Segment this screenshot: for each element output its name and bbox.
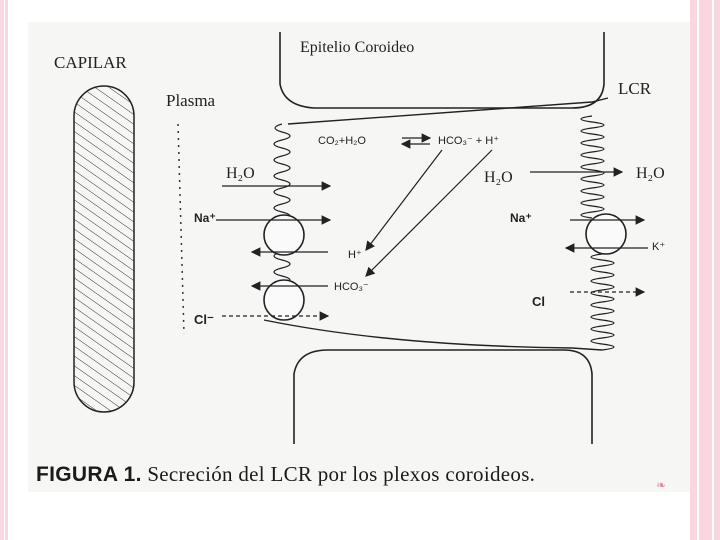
epithelium-label: Epitelio Coroideo (300, 39, 414, 56)
reaction-right-label: HCO₃⁻ + H⁺ (438, 135, 499, 147)
hco3-ion-label: HCO₃⁻ (334, 281, 369, 293)
k-ion-label: K⁺ (652, 241, 665, 253)
apical-microvilli-lower (591, 254, 614, 350)
na-transporter-left (264, 215, 304, 255)
figure-caption: FIGURA 1. Secreción del LCR por los plex… (36, 462, 676, 487)
water-right-label: H₂O (636, 165, 665, 182)
water-center-label: H₂O (484, 169, 513, 186)
right-border-line (697, 0, 699, 540)
hco3-diagonal-arrow (366, 150, 492, 276)
cl-left-label: Cl⁻ (194, 312, 214, 327)
cl-right-label: Cl (532, 294, 545, 309)
plasma-boundary (178, 124, 184, 334)
left-border-line (4, 0, 5, 540)
choroid-plexus-diagram: CAPILAR Plasma Epitelio Coroideo LCR CO₂… (32, 24, 688, 464)
epithelial-cell-bottom (294, 350, 592, 444)
right-border (690, 0, 720, 540)
na-right-label: Na⁺ (510, 211, 532, 225)
capillary-label: CAPILAR (54, 53, 127, 72)
caption-text: Secreción del LCR por los plexos coroide… (142, 462, 535, 486)
right-border-line-2 (712, 0, 714, 540)
apical-microvilli-upper (581, 116, 604, 218)
reaction-left-label: CO₂+H₂O (318, 135, 366, 147)
tight-junction-top (288, 98, 608, 124)
caption-label: FIGURA 1. (36, 463, 142, 486)
h-ion-label: H⁺ (348, 249, 362, 261)
capillary (74, 86, 134, 412)
plasma-label: Plasma (166, 91, 216, 110)
na-left-label: Na⁺ (194, 211, 216, 225)
h-diagonal-arrow (366, 150, 442, 250)
tight-junction-bottom (264, 320, 602, 350)
water-left-label: H₂O (226, 165, 255, 182)
csf-label: LCR (618, 79, 652, 98)
slide-bullet-icon: ❧ (656, 478, 666, 490)
